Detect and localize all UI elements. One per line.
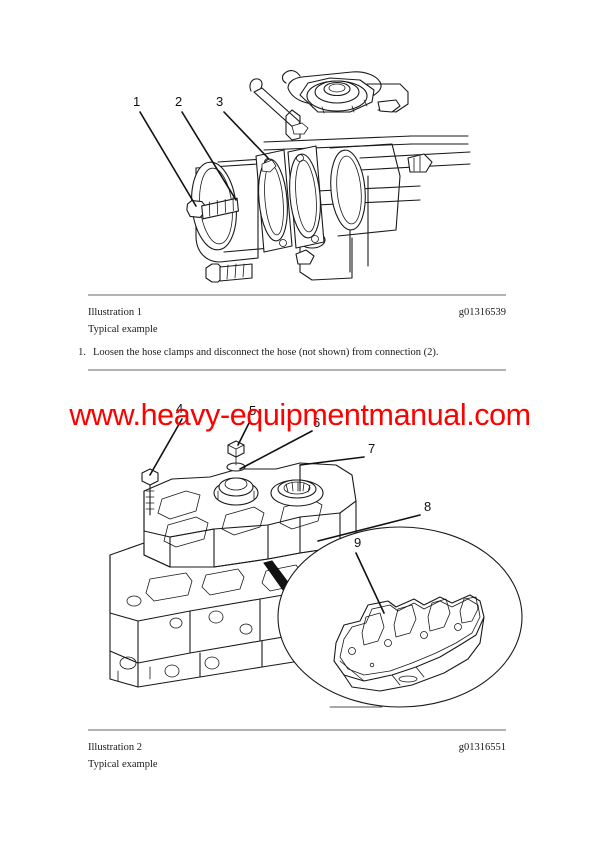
callout-4-label: 4 [176, 401, 183, 416]
illustration-2-graphic: 4 5 6 7 8 9 [0, 395, 600, 725]
turbo-flange-group [249, 70, 409, 114]
callout-3-label: 3 [216, 94, 223, 109]
bolt-lower [205, 263, 253, 283]
illustration-1-caption: Illustration 1 g01316539 Typical example [88, 304, 506, 338]
step-1-text: Loosen the hose clamps and disconnect th… [93, 347, 439, 358]
illustration-2-title: Illustration 2 [88, 742, 142, 753]
illustration-2-svg: 4 5 6 7 8 9 [109, 401, 523, 708]
callout-7: 7 [299, 441, 375, 492]
callout-2-label: 2 [175, 94, 182, 109]
callout-4: 4 [149, 401, 183, 476]
callout-1: 1 [133, 94, 197, 207]
illustration-1-svg: 1 2 3 [133, 70, 471, 283]
callout-8: 8 [317, 499, 431, 542]
illustration-1-graphic-id: g01316539 [458, 307, 506, 318]
callout-7-label: 7 [368, 441, 375, 456]
illustration-2-graphic-id: g01316551 [458, 742, 506, 753]
illustration-1-top-rule [88, 294, 506, 296]
bolt-upper [186, 197, 239, 220]
illustration-1-subtitle: Typical example [88, 324, 158, 335]
illustration-2-caption-row: Illustration 2 g01316551 [88, 739, 506, 756]
illustration-1-caption-row: Illustration 1 g01316539 [88, 304, 506, 321]
illustration-2-subtitle: Typical example [88, 759, 158, 770]
callout-6-label: 6 [313, 415, 320, 430]
detail-circle-group [277, 526, 523, 708]
cover-gasket-detail [333, 594, 485, 692]
valve-cover-group [109, 440, 357, 688]
illustration-1-graphic: 1 2 3 [0, 40, 600, 290]
cover-bolt [141, 468, 159, 516]
callout-5: 5 [237, 403, 256, 446]
callout-1-label: 1 [133, 94, 140, 109]
step-section-bottom-rule [88, 369, 506, 371]
step-item-1: 1. Loosen the hose clamps and disconnect… [74, 345, 524, 360]
callout-3: 3 [216, 94, 269, 159]
callout-8-label: 8 [424, 499, 431, 514]
hose-clamp-screw [261, 159, 277, 173]
callout-6: 6 [239, 415, 320, 470]
callout-2: 2 [175, 94, 237, 201]
callout-5-label: 5 [249, 403, 256, 418]
callout-9-label: 9 [354, 535, 361, 550]
illustration-2-caption: Illustration 2 g01316551 Typical example [88, 739, 506, 773]
inlet-connection-group [186, 143, 401, 283]
illustration-2-top-rule [88, 729, 506, 731]
step-1-number: 1. [78, 347, 86, 358]
callout-9: 9 [354, 535, 385, 614]
cover-plug [226, 440, 246, 472]
illustration-1-title: Illustration 1 [88, 307, 142, 318]
